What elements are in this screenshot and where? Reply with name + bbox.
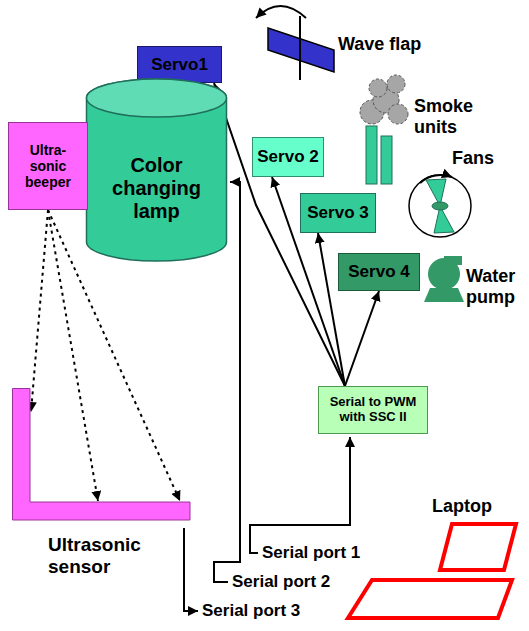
smoke-puff [369,79,387,97]
serial-wire [250,437,350,553]
node-text: Ultra-sonic beeper [25,142,71,190]
node-text: Servo 4 [348,262,409,282]
servo-box: Servo1 [137,46,222,83]
smoke-puff [387,75,405,93]
port-label: Serial port 2 [232,572,330,592]
part-label: Wave flap [338,34,421,55]
fan-rotation-circle [409,175,471,237]
port-label: Serial port 1 [262,543,360,563]
part-label: Laptop [432,496,492,517]
laptop-drawing [348,524,516,618]
signal-line [31,210,48,412]
signal-line [48,210,98,501]
node-text: Servo 2 [257,147,318,167]
label-text: Fans [452,148,494,169]
smoke-tube [381,136,392,184]
serial-wire [184,528,198,611]
flap-hinge [299,16,301,80]
servo-box: Servo 4 [338,253,420,291]
laptop-base [348,580,512,618]
label-text: Serial port 2 [232,572,330,592]
sensor-shape: Ultrasonic sensor [12,388,192,584]
part-label: Smoke units [414,96,473,137]
node-text: Servo 3 [307,203,368,223]
controller-box: Serial to PWM with SSC II [318,386,428,434]
fan-drawing [409,175,471,237]
servo-box: Servo 2 [252,137,324,177]
connector-line [345,291,379,386]
part-label: Fans [452,148,494,169]
label-text: Serial port 3 [202,601,300,621]
fan-hub [432,202,448,210]
smoke-units-drawing [360,75,408,184]
label-text: Serial port 1 [262,543,360,563]
beeper-box: Ultra-sonic beeper [8,122,88,210]
servo-box: Servo 3 [300,193,376,233]
smoke-puff [388,104,408,124]
label-text: Laptop [432,496,492,517]
wave-flap-drawing [256,6,334,80]
connector-line [214,83,345,386]
connector-arrow [214,83,345,386]
node-text: Servo1 [151,55,208,75]
laptop-screen [440,524,516,570]
label-text: Water pump [466,266,515,307]
sensor-body [13,389,191,521]
node-text: Color changing lamp [112,154,201,223]
label-text: Wave flap [338,34,421,55]
connector-arrow [345,291,379,386]
label-text: Smoke units [414,96,473,137]
part-label: Water pump [466,266,515,307]
port-label: Serial port 3 [202,601,300,621]
water-pump-drawing [424,256,464,302]
node-text: Serial to PWM with SSC II [323,395,423,425]
cylinder-top [87,79,227,117]
pump-base [424,288,464,302]
cylinder-body [87,79,227,261]
pump-body [428,258,460,290]
node-text: Ultrasonic sensor [48,534,141,578]
lamp-cylinder: Color changing lamp [85,78,228,262]
smoke-tube [366,126,377,184]
motion-arrow [256,6,306,18]
